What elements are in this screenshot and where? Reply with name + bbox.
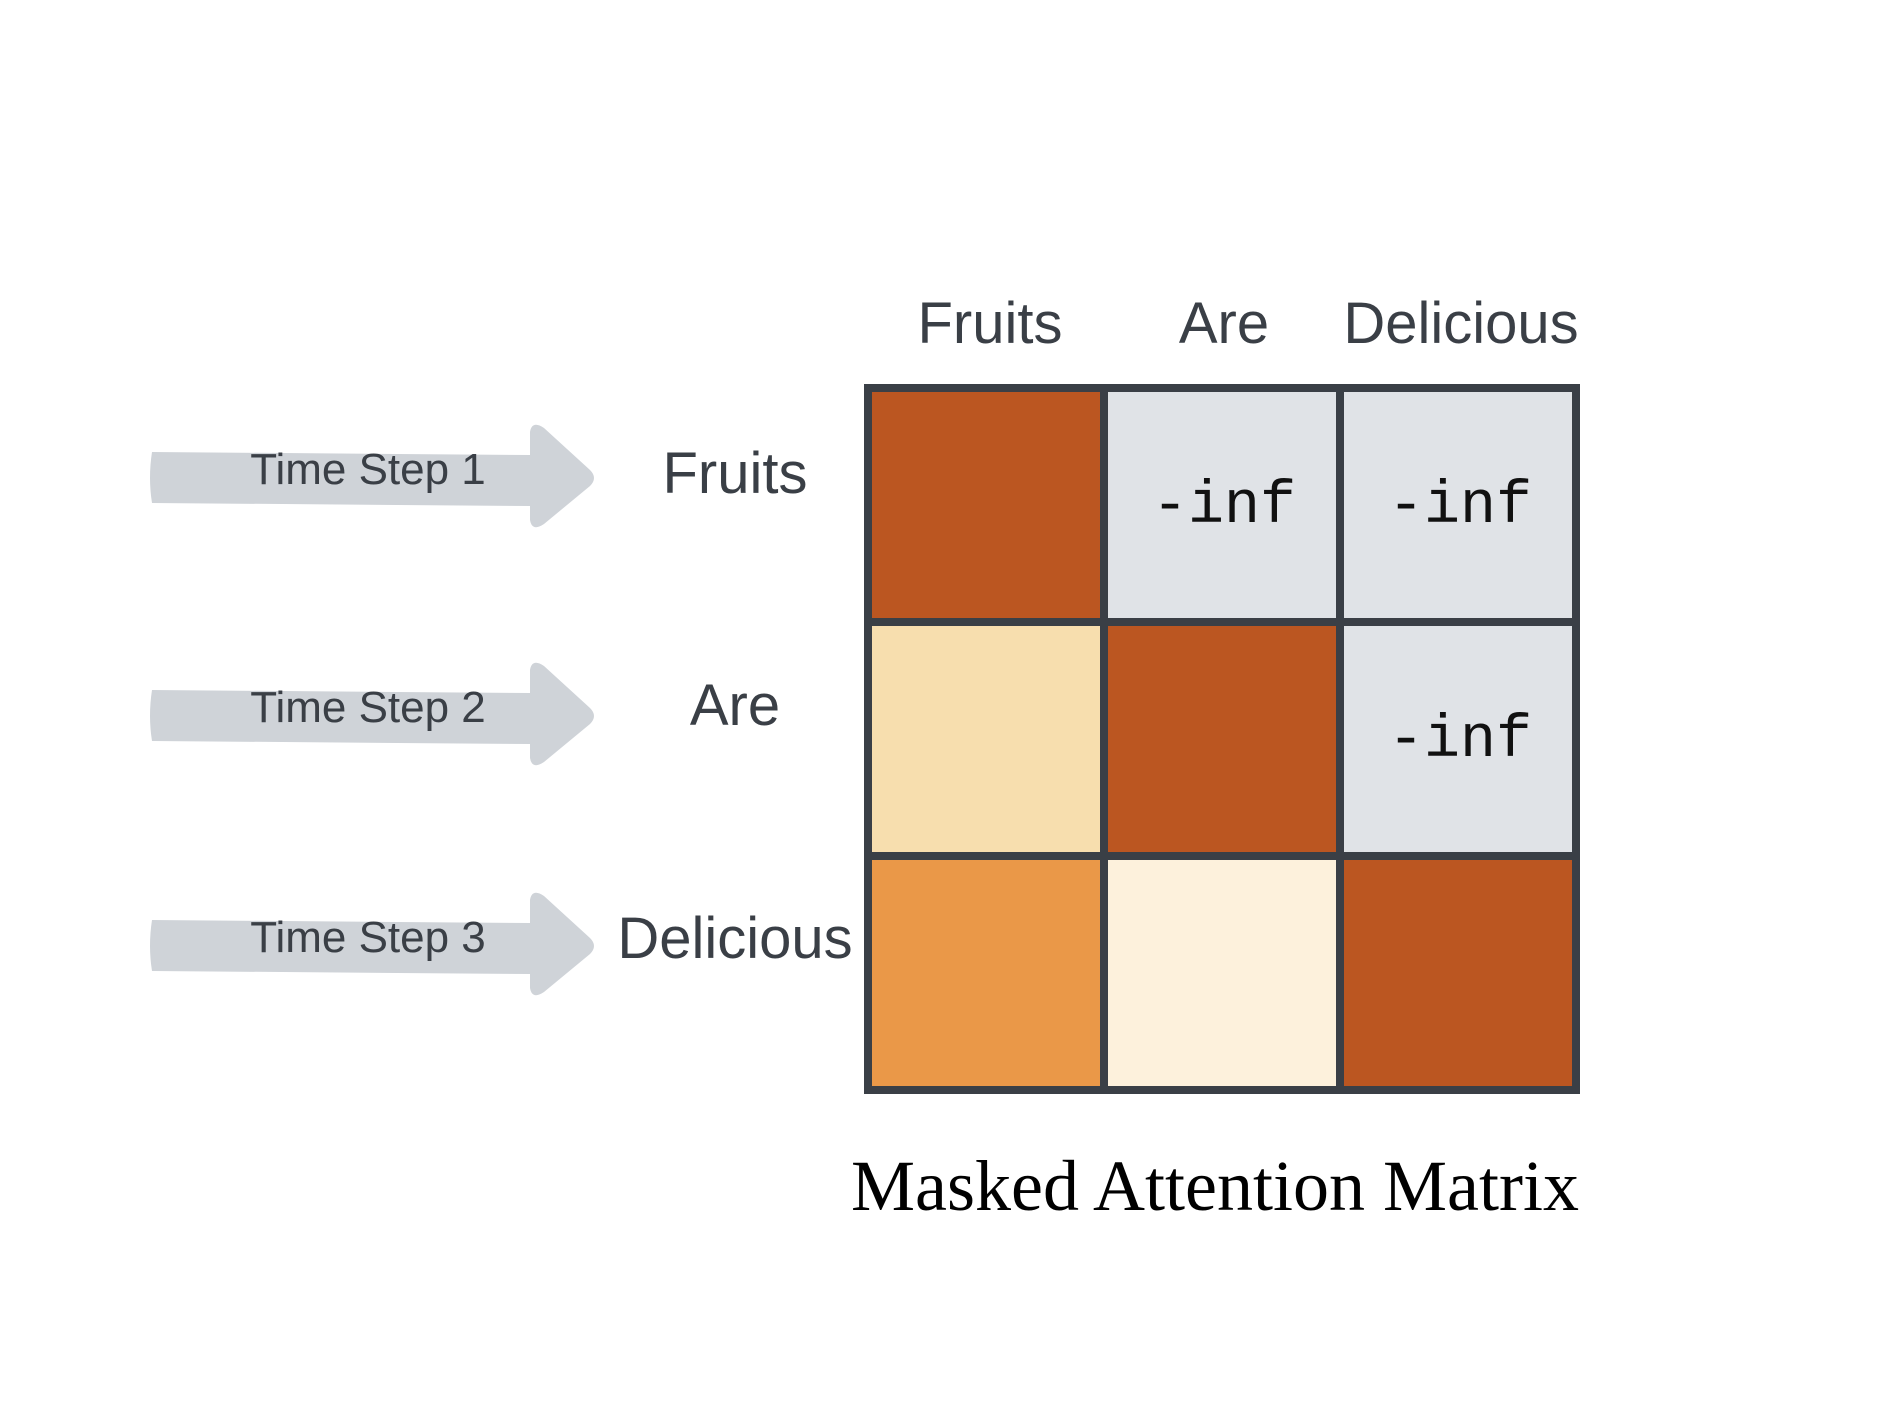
time-step-label-2: Time Step 2 <box>250 683 486 732</box>
row-label-fruits: Fruits <box>663 441 808 506</box>
matrix-caption: Masked Attention Matrix <box>851 1146 1579 1226</box>
row-label-delicious: Delicious <box>617 906 852 971</box>
row-labels: Fruits Are Delicious <box>617 441 852 971</box>
time-step-arrow-3: Time Step 3 <box>150 892 594 996</box>
column-headers: Fruits Are Delicious <box>918 291 1579 356</box>
matrix-cell-r2-c1 <box>868 622 1104 856</box>
matrix-grid-lines <box>864 384 1580 1094</box>
column-header-are: Are <box>1179 291 1269 356</box>
time-step-label-3: Time Step 3 <box>250 913 486 962</box>
matrix-cell-text-r1-c2: -inf <box>1152 473 1296 541</box>
time-step-arrow-1: Time Step 1 <box>150 424 594 528</box>
matrix-cell-r3-c2 <box>1104 856 1340 1090</box>
matrix-cell-text-r2-c3: -inf <box>1388 707 1532 775</box>
arrow-shape <box>150 662 594 766</box>
matrix-cell-text-r1-c3: -inf <box>1388 473 1532 541</box>
arrow-shape <box>150 892 594 996</box>
matrix-cell-r1-c2 <box>1104 388 1340 622</box>
matrix-cell-r1-c3 <box>1340 388 1576 622</box>
matrix-cell-r2-c2 <box>1104 622 1340 856</box>
matrix-cell-r1-c1 <box>868 388 1104 622</box>
matrix-cell-r3-c1 <box>868 856 1104 1090</box>
time-step-arrows: Time Step 1 Time Step 2 Time Step 3 <box>150 424 594 996</box>
arrow-shape <box>150 424 594 528</box>
column-header-delicious: Delicious <box>1343 291 1578 356</box>
attention-matrix: -inf -inf -inf <box>864 384 1580 1094</box>
matrix-cell-r2-c3 <box>1340 622 1576 856</box>
row-label-are: Are <box>690 673 780 738</box>
time-step-label-1: Time Step 1 <box>250 445 486 494</box>
matrix-cell-r3-c3 <box>1340 856 1576 1090</box>
column-header-fruits: Fruits <box>918 291 1063 356</box>
time-step-arrow-2: Time Step 2 <box>150 662 594 766</box>
